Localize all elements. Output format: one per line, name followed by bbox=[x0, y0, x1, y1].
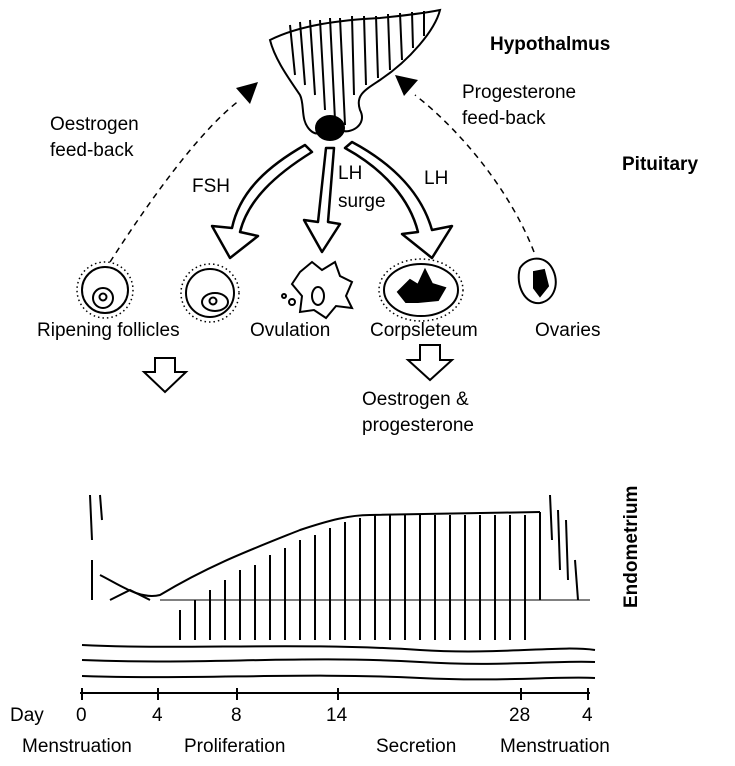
corpus-luteum-label: Corpsleteum bbox=[370, 320, 478, 341]
corpus-luteum-down-arrow bbox=[405, 344, 455, 382]
tick-label-8: 8 bbox=[231, 705, 242, 726]
fsh-arrow bbox=[210, 143, 314, 260]
pituitary-label: Pituitary bbox=[622, 154, 699, 175]
lh-arrow bbox=[343, 140, 454, 260]
phase-proliferation: Proliferation bbox=[184, 736, 286, 757]
ripening-follicle-1 bbox=[76, 261, 134, 319]
oestrogen-progesterone-label: Oestrogen & progesterone bbox=[362, 389, 474, 436]
hypothalamus-drawing bbox=[268, 8, 442, 141]
tick-label-4: 4 bbox=[152, 705, 163, 726]
phase-menstruation-2: Menstruation bbox=[500, 736, 610, 757]
progesterone-feedback-arrowhead bbox=[395, 75, 418, 96]
oestrogen-feedback-arrow bbox=[109, 99, 241, 263]
tick-label-4-next: 4 bbox=[582, 705, 593, 726]
fsh-label: FSH bbox=[192, 176, 230, 197]
ovulation-drawing bbox=[281, 260, 354, 320]
lh-surge-arrow bbox=[302, 146, 342, 254]
follicle-down-arrow bbox=[141, 357, 189, 394]
ripening-follicle-2 bbox=[180, 263, 240, 323]
ovaries-label: Ovaries bbox=[535, 320, 601, 341]
phase-secretion: Secretion bbox=[376, 736, 457, 757]
tick-label-28: 28 bbox=[509, 705, 531, 726]
lh-surge-label: LH surge bbox=[338, 163, 386, 212]
tick-label-14: 14 bbox=[326, 705, 348, 726]
ovulation-label: Ovulation bbox=[250, 320, 331, 341]
oestrogen-feedback-label: Oestrogen feed-back bbox=[50, 114, 139, 161]
timeline-ticks bbox=[81, 688, 589, 700]
phase-menstruation: Menstruation bbox=[22, 736, 132, 757]
progesterone-feedback-arrow bbox=[414, 94, 535, 253]
ripening-follicles-label: Ripening follicles bbox=[37, 320, 180, 341]
endometrium-drawing bbox=[81, 494, 596, 681]
oestrogen-feedback-arrowhead bbox=[236, 82, 258, 104]
tick-label-0: 0 bbox=[76, 705, 87, 726]
corpus-luteum-drawing bbox=[378, 258, 464, 322]
progesterone-feedback-label: Progesterone feed-back bbox=[462, 82, 577, 129]
day-label: Day bbox=[10, 705, 44, 726]
hypothalamus-label: Hypothalmus bbox=[490, 34, 611, 55]
lh-label: LH bbox=[424, 168, 449, 189]
ovary-drawing bbox=[517, 257, 557, 305]
endometrium-label: Endometrium bbox=[621, 485, 642, 608]
